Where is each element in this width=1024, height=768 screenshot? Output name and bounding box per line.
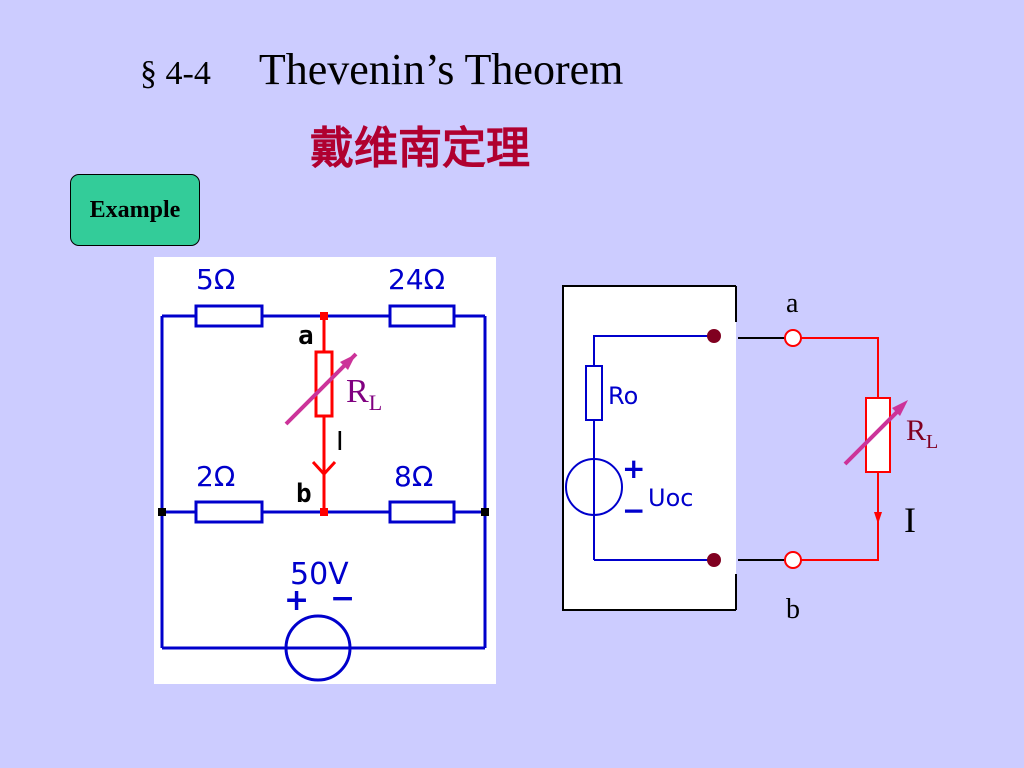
resistor-2ohm [194, 500, 264, 524]
node-a-label: a [298, 321, 314, 351]
resistor-5ohm [194, 304, 264, 328]
left-wires [160, 314, 487, 650]
uoc-minus: − [622, 494, 645, 527]
junction-right [481, 508, 489, 516]
label-terminal-b: b [786, 594, 800, 625]
terminal-a [784, 329, 802, 347]
slide-title: § 4-4 Thevenin’s Theorem [140, 44, 623, 95]
terminal-b [784, 551, 802, 569]
resistor-r0 [585, 365, 603, 421]
variable-arrow-head [340, 354, 356, 370]
source-plus: + [284, 583, 309, 618]
source-minus: − [330, 581, 355, 616]
label-24ohm: 24Ω [388, 263, 445, 296]
label-2ohm: 2Ω [196, 460, 235, 493]
current-label-right: I [904, 500, 916, 540]
node-a-dot [320, 312, 328, 320]
terminal-dot-b [707, 553, 721, 567]
current-label-left: I [336, 427, 344, 457]
resistor-24ohm [388, 304, 456, 328]
source-label: 50V [290, 557, 349, 592]
variable-arrow-head-right [892, 400, 908, 416]
terminal-dot-a [707, 329, 721, 343]
thevenin-equivalent: Ro Uoc + − a b RL I [562, 285, 938, 625]
resistor-8ohm [388, 500, 456, 524]
equivalent-box [562, 285, 736, 611]
label-terminal-a: a [786, 288, 799, 319]
section-number: § 4-4 [140, 55, 211, 92]
original-circuit: 5Ω 24Ω 2Ω 8Ω a b RL I 50V + − [158, 263, 489, 682]
example-button-label: Example [89, 196, 181, 223]
node-b-dot [320, 508, 328, 516]
label-8ohm: 8Ω [394, 460, 433, 493]
node-b-label: b [296, 479, 312, 509]
load-resistor-right [865, 397, 891, 473]
junction-left [158, 508, 166, 516]
load-wires-right [801, 337, 879, 561]
title-chinese: 戴维南定理 [310, 123, 530, 174]
equivalent-wires [593, 335, 714, 561]
variable-arrow-right [843, 404, 905, 466]
label-uoc: Uoc [648, 484, 693, 512]
current-arrow-right [874, 512, 882, 524]
example-button[interactable]: Example [70, 174, 200, 246]
uoc-plus: + [622, 452, 645, 485]
load-label-left: RL [346, 373, 382, 415]
label-r0: Ro [608, 382, 638, 410]
load-label-right: RL [906, 414, 938, 453]
load-branch [311, 316, 337, 512]
label-5ohm: 5Ω [196, 263, 235, 296]
title-main: Thevenin’s Theorem [258, 45, 624, 94]
